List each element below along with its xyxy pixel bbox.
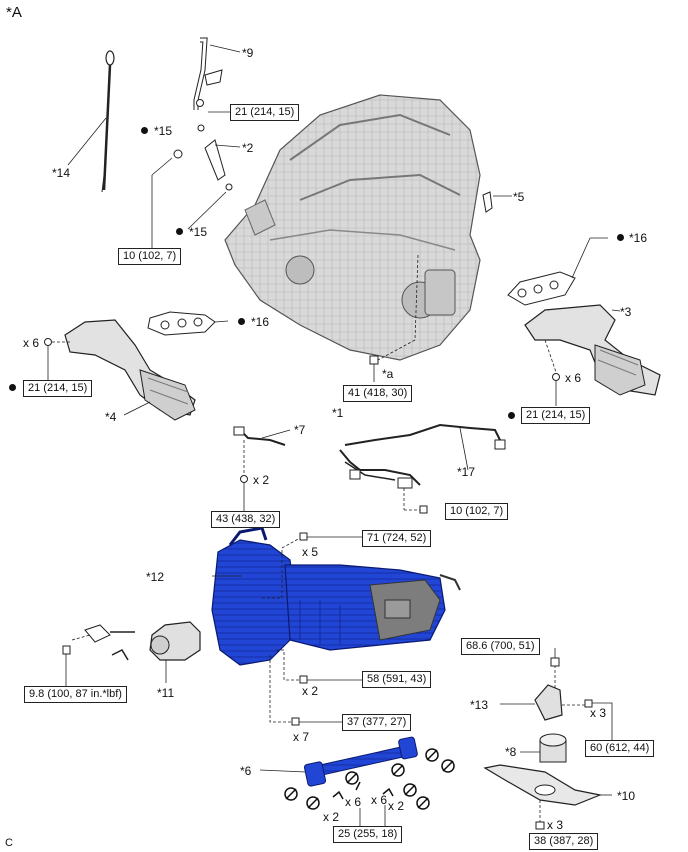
qty-3: x 6 [565,371,582,385]
torque-3: 21 (214, 15) [521,407,591,424]
callout-14: *14 [52,166,71,180]
bracket-5 [482,191,512,213]
callout-16b: *16 [251,315,270,329]
torque-25: 25 (255, 18) [333,826,403,843]
transmission-bolt-lines [262,532,362,726]
torque-17: 10 (102, 7) [445,503,509,520]
bullet-15a [141,127,148,134]
callout-15b: *15 [189,225,208,239]
callout-1: *1 [332,406,344,420]
callout-6: *6 [240,764,252,778]
qty-58: x 2 [302,684,319,698]
torque-68-6: 68.6 (700, 51) [461,638,540,655]
callout-2: *2 [242,141,254,155]
propeller-shaft [259,736,418,787]
qty-38: x 3 [547,818,564,832]
torque-11: 9.8 (100, 87 in.*lbf) [24,686,127,703]
bullet-3 [508,412,515,419]
exhaust-manifold-3 [524,304,661,406]
qty-6c: x 6 [371,793,388,807]
bullet-16a [617,234,624,241]
automatic-transmission [211,526,461,666]
torque-7: 43 (438, 32) [211,511,281,528]
engine-mount-8 [520,733,567,763]
callout-7: *7 [294,423,306,437]
bullet-16b [238,318,245,325]
gasket-16-left [147,311,229,336]
figure-label: *A [6,4,22,21]
qty-6b: x 6 [345,795,362,809]
torque-38: 38 (387, 28) [529,833,599,850]
gasket-16-right [507,237,608,306]
callout-9: *9 [242,46,254,60]
qty-60: x 3 [590,706,607,720]
oil-level-gauge-guide [151,37,241,248]
callout-3: *3 [620,305,632,319]
torque-58: 58 (591, 43) [362,671,432,688]
qty-7: x 2 [253,473,270,487]
callout-16a: *16 [629,231,648,245]
callout-4: *4 [105,410,117,424]
engine-mount-bracket-13 [500,648,613,740]
torque-2: 10 (102, 7) [118,248,182,265]
torque-9: 21 (214, 15) [230,104,300,121]
starter-assembly [62,621,201,686]
qty-6d: x 2 [388,799,405,813]
torque-37: 37 (377, 27) [342,714,412,731]
callout-8: *8 [505,745,517,759]
bullet-4 [9,384,16,391]
torque-4: 21 (214, 15) [23,380,93,397]
wire-harness-7 [233,426,291,512]
propeller-bolt-leader [359,805,386,826]
torque-a: 41 (418, 30) [343,385,413,402]
crossmember-10 [483,764,612,830]
qty-6a: x 2 [323,810,340,824]
qty-37: x 7 [293,730,310,744]
corner-label: C [5,837,13,849]
callout-17: *17 [457,465,476,479]
exhaust-manifold-4 [44,319,196,421]
alignment-marks [284,748,455,810]
callout-10: *10 [617,789,636,803]
bullet-15b [176,228,183,235]
wire-harness-17 [339,423,506,514]
engine-assembly [224,94,481,361]
qty-4: x 6 [23,336,40,350]
callout-5: *5 [513,190,525,204]
callout-15a: *15 [154,124,173,138]
oil-level-gauge [67,50,115,193]
torque-60: 60 (612, 44) [585,740,655,757]
bolt-a [369,254,419,382]
callout-12: *12 [146,570,165,584]
callout-a: *a [382,367,394,381]
callout-13: *13 [470,698,489,712]
callout-11: *11 [157,686,175,700]
torque-71: 71 (724, 52) [362,530,432,547]
qty-71: x 5 [302,545,319,559]
